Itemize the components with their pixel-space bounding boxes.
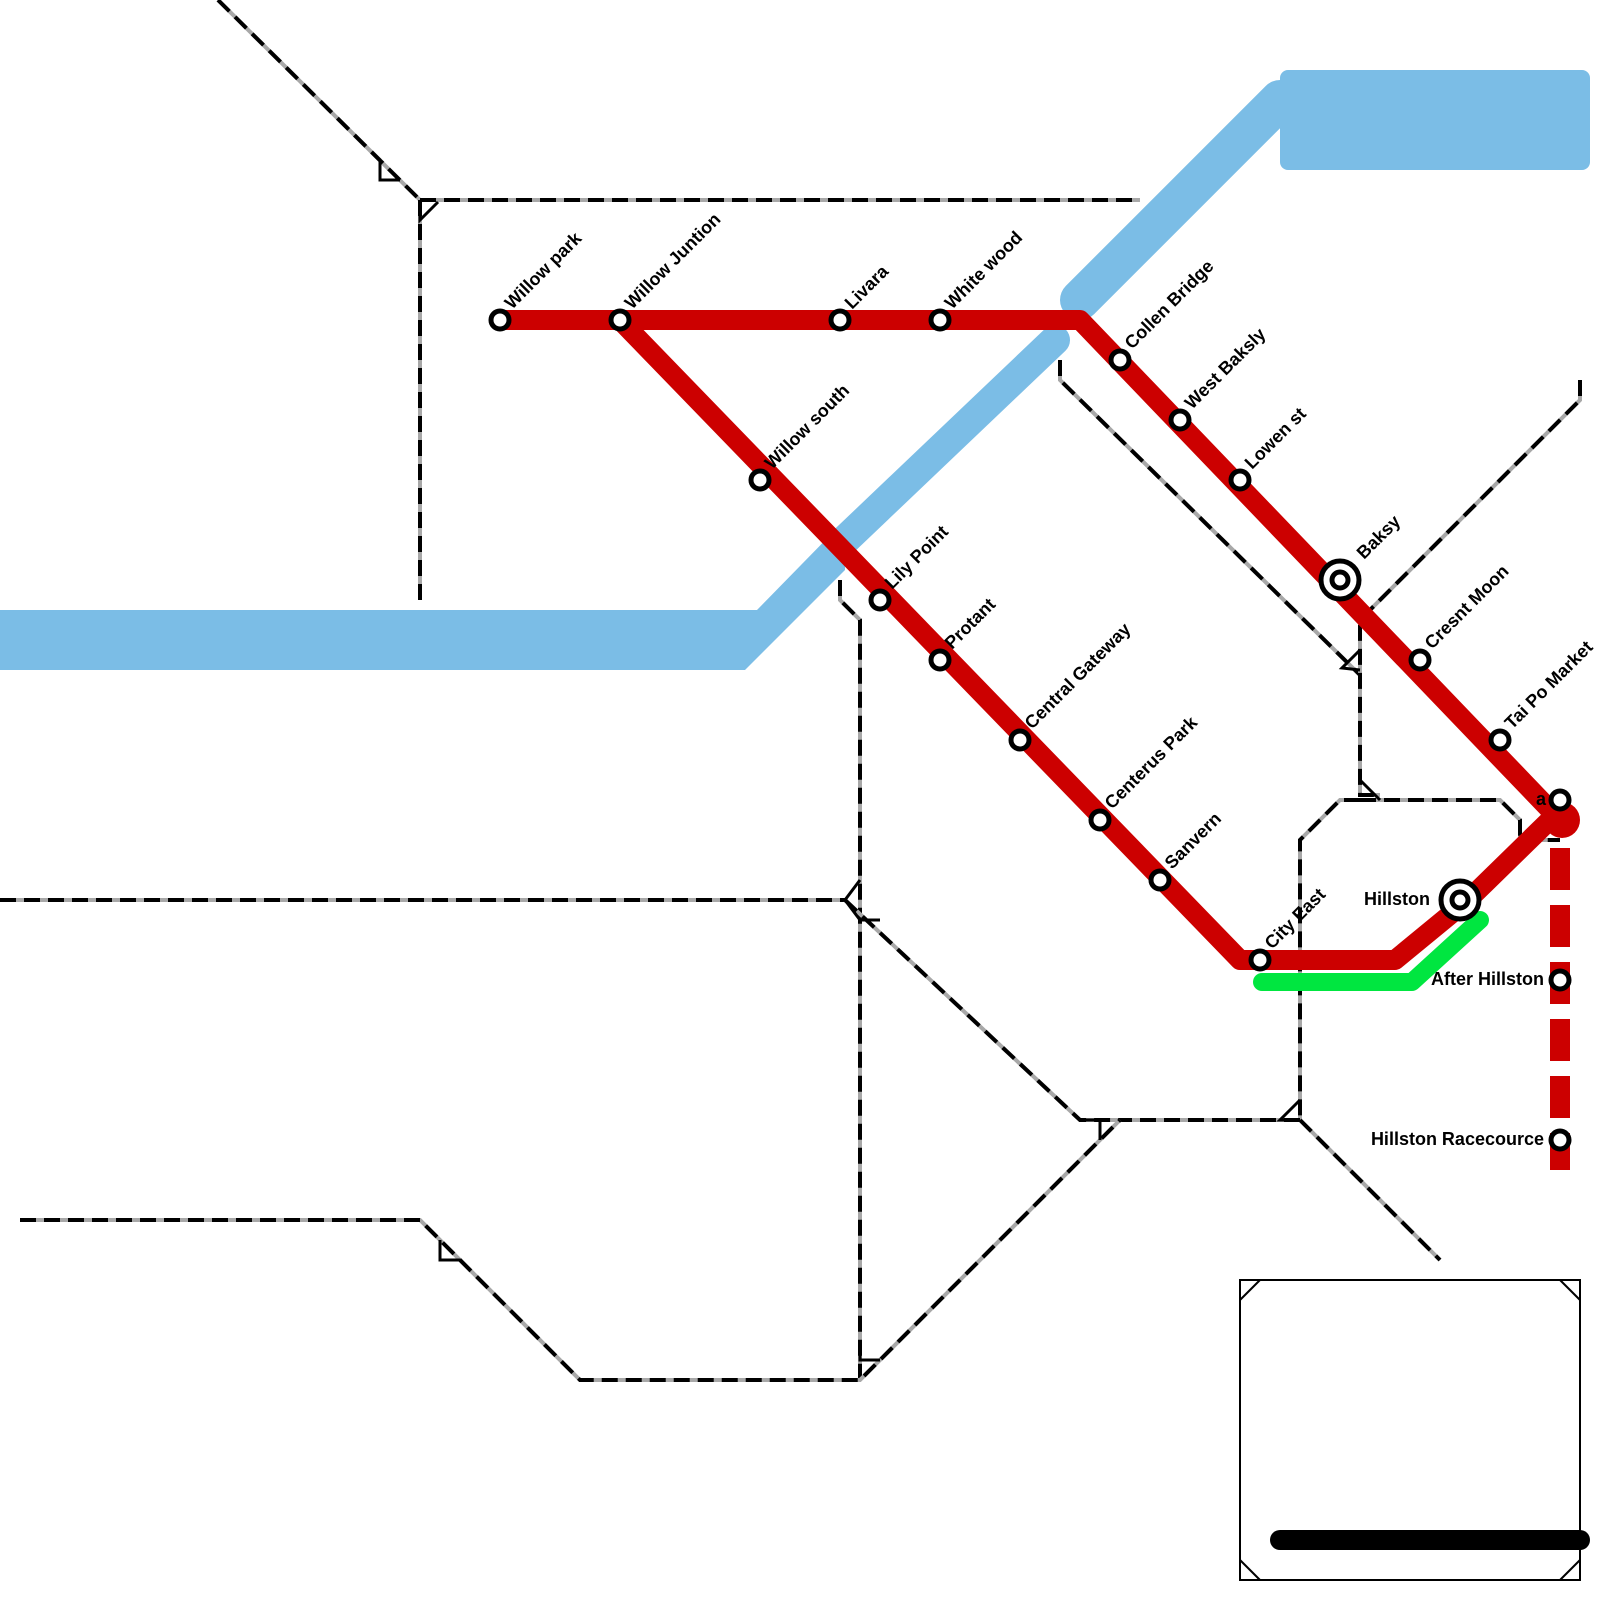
station-label: Central Gateway [1021, 619, 1135, 733]
station-label: Willow park [501, 227, 586, 312]
transit-lines [490, 310, 1580, 1170]
station-marker [1248, 948, 1272, 972]
river-northeast-basin [1280, 70, 1590, 170]
station-marker [1168, 408, 1192, 432]
road-south-central-diagonal [843, 898, 1120, 1122]
station-a[interactable]: a [1536, 788, 1572, 812]
station-label: Livara [841, 260, 893, 312]
road-central-diagonal [1058, 360, 1362, 677]
station-label: Willow Juntion [621, 209, 725, 313]
river [0, 70, 1590, 670]
station-marker [1108, 348, 1132, 372]
station-label: West Baksly [1181, 324, 1270, 413]
station-marker [1148, 868, 1172, 892]
station-marker [1548, 1128, 1572, 1152]
road-south-loop [20, 1118, 1122, 1382]
station-marker [1408, 648, 1432, 672]
station-hillston-racecource[interactable]: Hillston Racecource [1371, 1128, 1572, 1152]
station-marker [1228, 468, 1252, 492]
road-southeast-diagonal [1298, 1118, 1442, 1262]
station-label: After Hillston [1431, 969, 1544, 989]
station-marker [748, 468, 772, 492]
station-lowen-st[interactable]: Lowen st [1228, 404, 1310, 492]
green-line [1253, 911, 1489, 991]
interchange-inner-ring [1329, 569, 1351, 591]
station-label: White wood [941, 227, 1027, 313]
station-label: Willow south [761, 380, 854, 473]
road-central-vertical [838, 580, 862, 1380]
station-label: City East [1261, 884, 1330, 953]
station-label: Tai Po Market [1501, 637, 1597, 733]
station-tai-po-market[interactable]: Tai Po Market [1488, 637, 1597, 752]
legend-corner-top-left [1239, 1279, 1261, 1301]
station-marker [928, 308, 952, 332]
station-label: Hillston Racecource [1371, 1129, 1544, 1149]
river-channel [830, 325, 1070, 555]
interchange-inner-ring [1449, 889, 1471, 911]
station-marker [1088, 808, 1112, 832]
station-hillston-interchange[interactable]: Hillston [1364, 878, 1482, 922]
road-junction-ticks [378, 160, 1382, 1362]
legend-corner-bottom-right [1559, 1559, 1581, 1581]
station-west-baksly[interactable]: West Baksly [1168, 324, 1270, 432]
station-sanvern[interactable]: Sanvern [1148, 808, 1225, 892]
station-label: Centerus Park [1101, 712, 1202, 813]
station-marker [868, 588, 892, 612]
station-label: Lily Point [881, 521, 952, 592]
station-marker [1488, 728, 1512, 752]
station-marker [1548, 968, 1572, 992]
station-label: a [1536, 789, 1547, 809]
station-willow-south[interactable]: Willow south [748, 380, 854, 492]
station-label: Lowen st [1241, 404, 1310, 473]
station-protant[interactable]: Protant [928, 594, 1000, 672]
station-cresnt-moon[interactable]: Cresnt Moon [1408, 561, 1513, 672]
station-marker [608, 308, 632, 332]
station-lily-point[interactable]: Lily Point [868, 521, 952, 612]
station-marker [1548, 788, 1572, 812]
river-west-reach [0, 520, 845, 670]
station-marker [488, 308, 512, 332]
station-marker [828, 308, 852, 332]
legend-box [1239, 1279, 1590, 1581]
station-label: Sanvern [1161, 808, 1225, 872]
station-label: Cresnt Moon [1421, 561, 1513, 653]
road-network [0, 0, 1582, 1382]
station-label: Hillston [1364, 889, 1430, 909]
station-marker [1008, 728, 1032, 752]
red-line-terminus [1544, 802, 1580, 838]
station-label: Baksy [1353, 511, 1405, 563]
station-label: Protant [941, 594, 1000, 653]
station-centerus-park[interactable]: Centerus Park [1088, 712, 1202, 832]
station-after-hillston[interactable]: After Hillston [1431, 968, 1572, 992]
legend-corner-top-right [1559, 1279, 1581, 1301]
river-north-channel [1060, 80, 1300, 320]
legend-corner-bottom-left [1239, 1559, 1261, 1581]
station-marker [928, 648, 952, 672]
road-northwest-diagonal [216, 0, 422, 202]
